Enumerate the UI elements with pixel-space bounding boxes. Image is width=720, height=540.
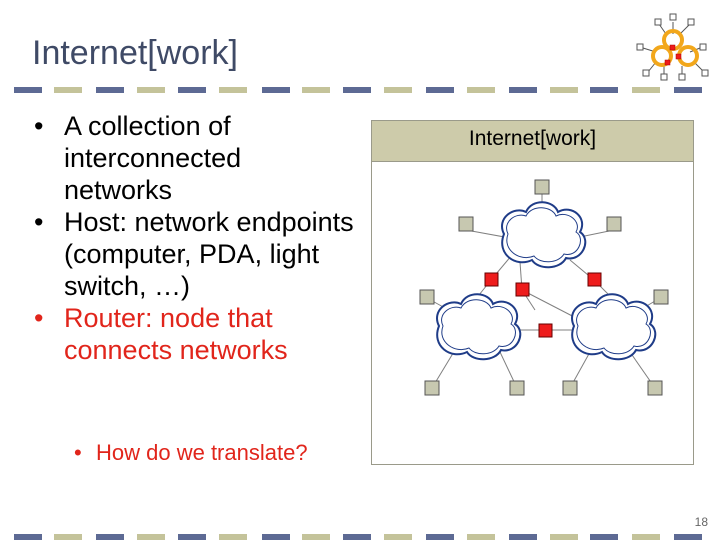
diagram-title: Internet[work] [468,127,597,150]
diagram-header: Internet[work] [372,121,693,162]
slide-title: Internet[work] [32,34,238,72]
bullet-host: Host: network endpoints (computer, PDA, … [34,206,384,302]
bullet-router: Router: node that connects networks [34,302,354,366]
bullet-networks: A collection of interconnected networks [34,110,314,206]
bullet-list: A collection of interconnected networks … [34,110,374,366]
slide-number: 18 [694,515,708,529]
top-divider-bar [0,87,720,93]
internetwork-diagram: Internet[work] [371,120,694,465]
bottom-divider-bar [0,534,720,540]
sub-bullet-translate: How do we translate? [74,440,308,466]
